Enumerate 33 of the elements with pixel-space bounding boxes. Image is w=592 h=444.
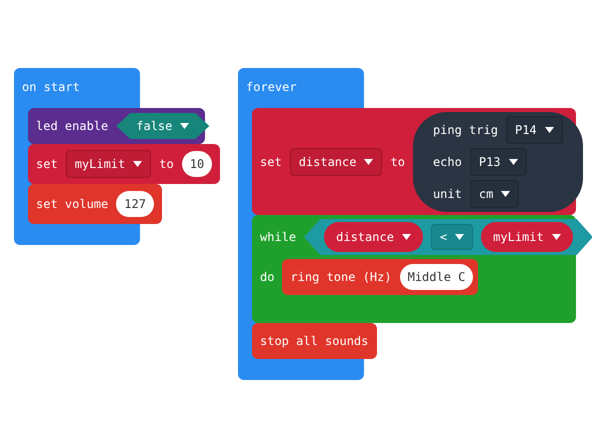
statement-block (28, 144, 220, 184)
variable-pill: myLimit (481, 222, 573, 252)
block-label: unit (432, 186, 462, 202)
block-label: set volume (36, 196, 108, 213)
block-label: to (390, 154, 405, 170)
block-label: forever (246, 79, 297, 96)
reporter-block (412, 112, 583, 212)
dropdown-field: P14 (506, 116, 563, 144)
dropdown-field: false (116, 113, 210, 139)
dropdown-field: cm (470, 180, 520, 208)
statement-block (282, 259, 478, 295)
block-label: led enable (36, 118, 108, 135)
block-label: set (36, 156, 58, 173)
block-label: ping trig (432, 122, 498, 138)
condition-block (304, 219, 592, 255)
dropdown-field: P13 (470, 148, 527, 176)
variable-pill: distance (324, 222, 423, 252)
number-field: 127 (116, 191, 154, 217)
block-label: ring tone (Hz) (290, 269, 392, 286)
statement-block (252, 323, 377, 359)
dropdown-field: myLimit (66, 150, 152, 178)
block-label: set (260, 154, 282, 170)
number-field: 10 (182, 151, 212, 177)
dropdown-field: < (430, 224, 474, 250)
block-label: while (260, 229, 296, 246)
statement-block (28, 184, 162, 224)
block-label: do (260, 269, 274, 286)
block-label: echo (432, 154, 462, 170)
block-label: stop all sounds (260, 333, 368, 350)
dropdown-field: distance (290, 148, 382, 176)
text-field: Middle C (400, 264, 474, 290)
block-label: to (159, 156, 174, 173)
block-label: on start (22, 79, 80, 96)
